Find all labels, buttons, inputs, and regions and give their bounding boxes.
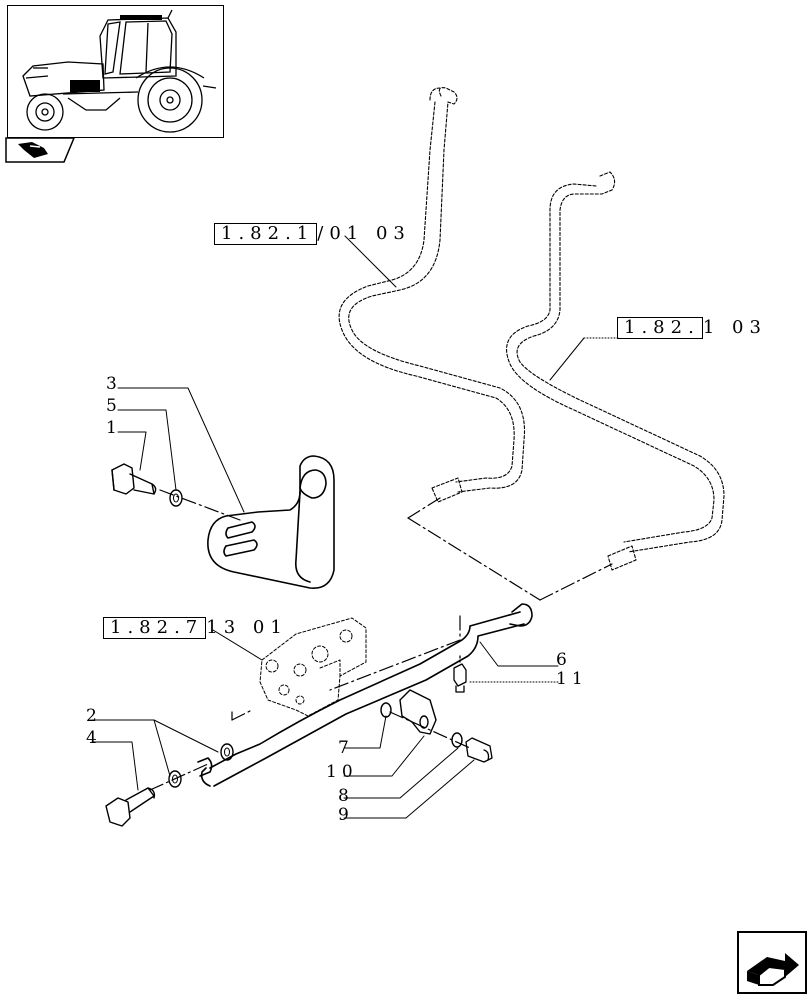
bolt-9	[465, 737, 493, 763]
bracket	[207, 455, 335, 589]
part-label-5: 5	[106, 396, 122, 416]
part-label-9: 9	[338, 805, 354, 825]
part-label-10: 10	[326, 762, 358, 782]
clamp-10	[399, 689, 437, 735]
washer-8	[451, 732, 463, 748]
bolt-1	[111, 463, 157, 495]
part-label-7: 7	[338, 738, 354, 758]
part-label-8: 8	[338, 786, 354, 806]
part-label-1: 1	[106, 418, 122, 438]
bolt-4	[105, 787, 156, 827]
valve-block	[259, 617, 367, 717]
ref-1-82-713-01[interactable]: 1.82.7 13 01	[103, 617, 288, 639]
pipe-left	[338, 87, 526, 503]
part-label-11: 11	[556, 669, 588, 689]
ref-suffix: /01 03	[317, 223, 411, 244]
ref-boxed-code[interactable]: 1.82.7	[103, 617, 207, 639]
fitting-11	[453, 655, 467, 693]
tube-6	[197, 603, 533, 787]
next-page-arrow-icon[interactable]	[737, 931, 807, 994]
washer-5	[169, 489, 183, 507]
washer-7	[380, 702, 392, 718]
pipe-right	[506, 171, 725, 571]
ref-suffix: 1 03	[702, 317, 767, 338]
ref-boxed-code[interactable]: 1.82.1	[214, 223, 318, 245]
part-label-2: 2	[86, 706, 102, 726]
part-label-3: 3	[106, 374, 122, 394]
tractor-thumbnail-icon	[7, 5, 224, 138]
ref-1-82-1-01-03[interactable]: 1.82.1 /01 03	[214, 223, 411, 245]
section-marker-icon	[4, 136, 76, 164]
ref-boxed-code[interactable]: 1.82.	[617, 317, 703, 339]
part-label-6: 6	[556, 650, 572, 670]
part-label-4: 4	[86, 728, 102, 748]
washer-2	[220, 743, 234, 761]
ref-suffix: 13 01	[206, 617, 288, 638]
ref-1-82-1-03[interactable]: 1.82. 1 03	[617, 317, 767, 339]
